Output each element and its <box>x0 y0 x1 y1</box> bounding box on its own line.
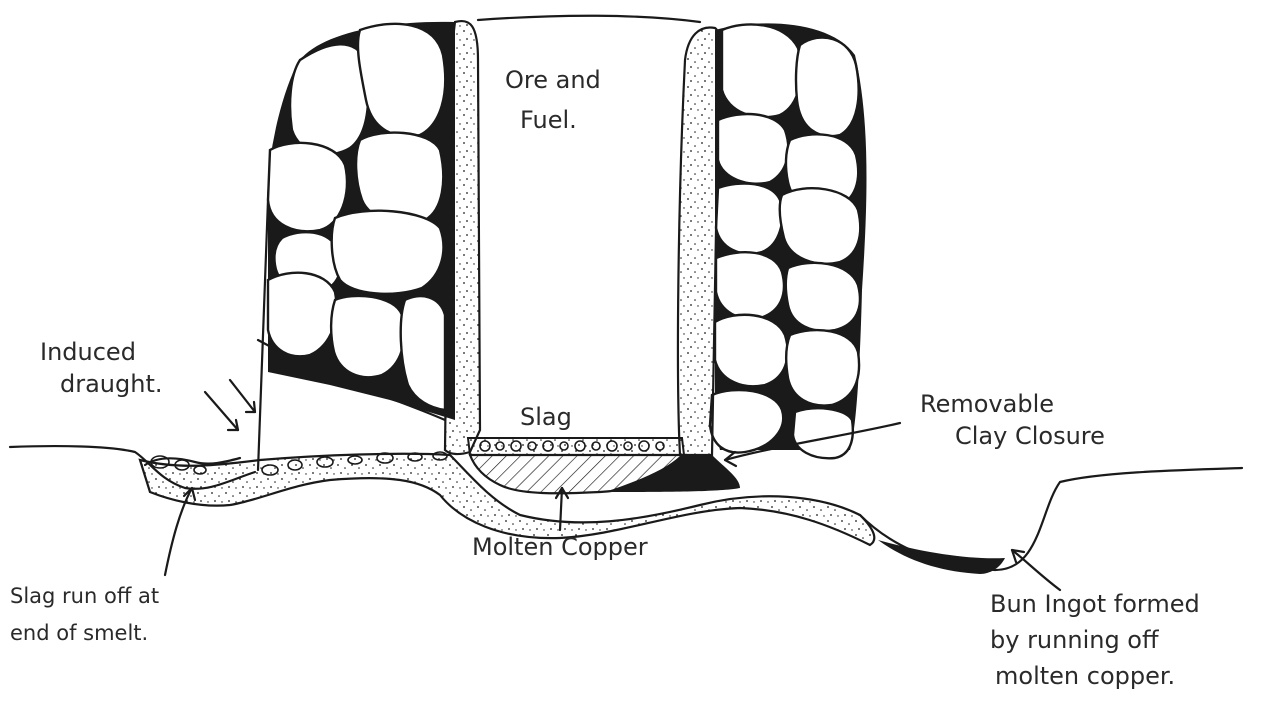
label-bun-ingot-line1: Bun Ingot formed <box>990 590 1200 618</box>
label-bun-ingot-line2: by running off <box>990 626 1159 654</box>
label-slag: Slag <box>520 403 572 431</box>
label-ore-fuel-line2: Fuel. <box>520 106 577 134</box>
label-molten-copper: Molten Copper <box>472 533 648 561</box>
bun-ingot <box>878 540 1005 574</box>
label-slag-run-line2: end of smelt. <box>10 621 148 645</box>
slag-layer <box>468 438 684 455</box>
left-clay-lining <box>445 21 480 454</box>
label-induced-draught-line2: draught. <box>60 370 163 398</box>
label-removable-line2: Clay Closure <box>955 422 1105 450</box>
label-ore-fuel-line1: Ore and <box>505 66 601 94</box>
label-induced-draught-line1: Induced <box>40 338 136 366</box>
label-bun-ingot-line3: molten copper. <box>995 662 1175 690</box>
label-removable-line1: Removable <box>920 390 1054 418</box>
right-clay-lining <box>678 27 720 455</box>
label-slag-run-line1: Slag run off at <box>10 584 159 608</box>
left-wall-stones <box>268 24 445 410</box>
